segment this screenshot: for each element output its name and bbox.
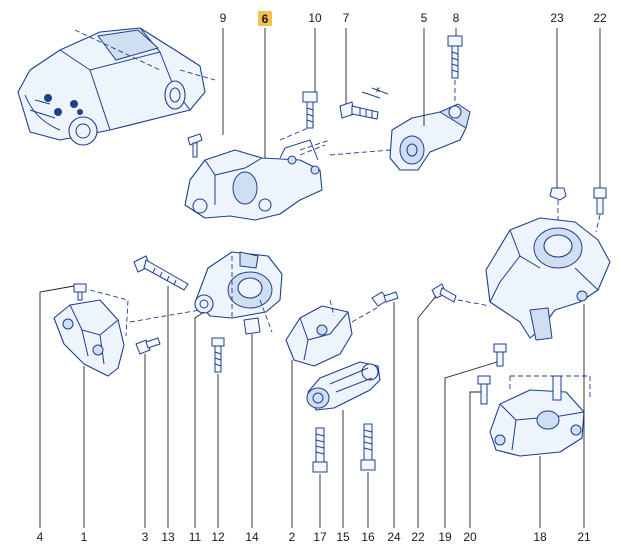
dimension-mark	[361, 87, 389, 99]
reference-line	[179, 69, 216, 81]
part-5-mount	[389, 103, 471, 171]
callout-15: 15	[336, 530, 350, 544]
dimension-label: x	[375, 85, 381, 94]
callout-6-highlight	[258, 11, 272, 26]
callout-3: 3	[142, 530, 149, 544]
part-18-bracket	[489, 389, 585, 457]
callout-16: 16	[361, 530, 375, 544]
part-17-bolt	[312, 427, 328, 473]
callout-1: 1	[81, 530, 88, 544]
part-13-long-bolt	[133, 255, 189, 291]
callout-7: 7	[343, 11, 350, 25]
part-8-bolt	[447, 35, 463, 79]
part-19-bolt	[493, 343, 507, 367]
callout-24: 24	[387, 530, 401, 544]
callout-5: 5	[421, 11, 428, 25]
reference-line	[329, 299, 381, 323]
part-6-bracket	[184, 139, 323, 221]
reference-line	[129, 309, 201, 323]
part-7-bolt	[339, 101, 379, 120]
reference-line	[457, 299, 491, 307]
reference-line	[329, 149, 391, 156]
callout-22-top: 22	[593, 11, 607, 25]
part-9-bolt	[187, 133, 203, 158]
part-3-bolt	[135, 337, 161, 355]
callout-17: 17	[313, 530, 327, 544]
part-11-mount	[194, 251, 283, 319]
part-21-engine-mount	[485, 217, 611, 341]
callout-18: 18	[533, 530, 547, 544]
part-23-nut	[549, 187, 567, 201]
callout-labels: 9 6 10 7 5 8 23 22 4 1 3 13 11 12 14 2 1…	[37, 11, 607, 544]
part-24-bolt	[371, 291, 399, 307]
callout-22-bottom: 22	[411, 530, 425, 544]
part-22-bolt-bottom	[431, 283, 457, 303]
callout-6: 6	[262, 12, 269, 26]
car-illustration	[17, 27, 206, 146]
part-12-bolt	[211, 337, 225, 373]
reference-line	[509, 375, 591, 400]
callout-23: 23	[550, 11, 564, 25]
part-20-bolt	[477, 375, 491, 405]
callout-10: 10	[308, 11, 322, 25]
part-16-bolt	[360, 423, 376, 471]
leader-lines	[39, 28, 601, 528]
part-18-stud	[552, 375, 562, 401]
callout-8: 8	[453, 11, 460, 25]
part-1-bracket	[53, 299, 125, 377]
callout-21: 21	[577, 530, 591, 544]
callout-19: 19	[438, 530, 452, 544]
callout-14: 14	[245, 530, 259, 544]
callout-12: 12	[211, 530, 225, 544]
part-15-torque-rod	[306, 361, 381, 411]
callout-2: 2	[289, 530, 296, 544]
reference-line	[231, 256, 273, 333]
part-14-insert	[243, 317, 261, 335]
part-22-bolt-top	[593, 187, 607, 215]
reference-line	[299, 139, 331, 151]
part-2-bracket	[285, 305, 353, 367]
reference-line	[595, 214, 601, 233]
callout-11: 11	[189, 530, 202, 544]
part-4-bolt	[73, 283, 87, 301]
callout-13: 13	[161, 530, 175, 544]
part-10-bolt	[302, 91, 318, 129]
callout-20: 20	[463, 530, 477, 544]
callout-9: 9	[220, 11, 227, 25]
reference-line	[279, 124, 326, 156]
callout-4: 4	[37, 530, 44, 544]
